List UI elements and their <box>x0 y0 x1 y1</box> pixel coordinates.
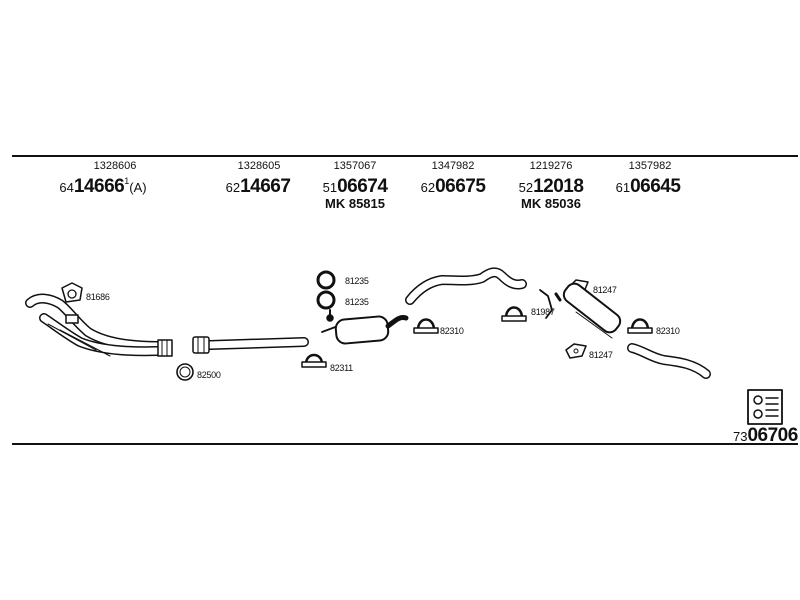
oem-number: 1219276 <box>529 160 573 172</box>
bottom-rule <box>12 443 798 445</box>
part-main: 14667 <box>240 176 291 197</box>
mount-lower[interactable] <box>565 343 587 359</box>
rear-hanger[interactable] <box>539 289 553 319</box>
label-hanger-rear: 81987 <box>531 307 555 317</box>
part-number[interactable]: 6106645 <box>616 177 681 196</box>
clamp-middle[interactable] <box>301 353 327 368</box>
label-ring-mid-1: 81235 <box>345 276 369 286</box>
label-clamp-center: 82310 <box>440 326 464 336</box>
part-number[interactable]: 6206675 <box>421 177 486 196</box>
label-mount-lower: 81247 <box>589 350 613 360</box>
label-gasket-front: 81686 <box>86 292 110 302</box>
part-number[interactable]: 5212018 <box>519 177 584 196</box>
clamp-center[interactable] <box>413 318 439 334</box>
part-main: 12018 <box>533 176 584 197</box>
mk-number: MK 85815 <box>325 196 385 211</box>
seal-ring-2[interactable] <box>316 290 336 310</box>
label-clamp-mid: 82311 <box>330 363 353 373</box>
top-rule <box>12 155 798 157</box>
intermediate-pipe[interactable] <box>192 336 309 354</box>
part-main: 06675 <box>435 176 486 197</box>
ref-prefix: 73 <box>733 429 748 444</box>
front-gasket[interactable] <box>61 282 83 303</box>
front-ring[interactable] <box>176 363 194 381</box>
oem-number: 1347982 <box>431 160 475 172</box>
oem-number: 1357067 <box>333 160 377 172</box>
part-number[interactable]: 6214667 <box>226 177 291 196</box>
center-pipe[interactable] <box>405 267 527 305</box>
kit-box-icon <box>747 389 783 425</box>
label-clamp-rear: 82310 <box>656 326 680 336</box>
part-number[interactable]: 5106674 <box>323 177 388 196</box>
mk-number: MK 85036 <box>521 196 581 211</box>
part-main: 14666 <box>73 176 125 197</box>
label-ring-mid-2: 81235 <box>345 297 369 307</box>
oem-number: 1328605 <box>237 160 281 172</box>
kit-reference-number[interactable]: 7306706 <box>733 426 798 445</box>
tail-pipe[interactable] <box>627 343 711 379</box>
part-suffix: (A) <box>129 180 147 195</box>
part-prefix: 62 <box>225 180 241 195</box>
ref-main: 06706 <box>747 425 798 446</box>
seal-ring-1[interactable] <box>316 270 336 290</box>
part-main: 06645 <box>630 176 681 197</box>
oem-number: 1357982 <box>628 160 672 172</box>
clamp-center-pipe[interactable] <box>501 306 527 322</box>
part-prefix: 61 <box>615 180 631 195</box>
label-ring-front: 82500 <box>197 370 221 380</box>
part-prefix: 51 <box>322 180 338 195</box>
part-prefix: 64 <box>59 180 74 195</box>
front-downpipe[interactable] <box>25 293 173 357</box>
label-mount-upper: 81247 <box>593 285 617 295</box>
part-prefix: 62 <box>420 180 436 195</box>
part-superscript: 1 <box>124 176 130 186</box>
oem-number: 1328606 <box>93 160 137 172</box>
middle-silencer[interactable] <box>321 309 409 345</box>
part-number[interactable]: 64146661(A) <box>59 176 147 197</box>
part-main: 06674 <box>337 176 388 197</box>
clamp-rear[interactable] <box>627 318 653 334</box>
part-prefix: 52 <box>518 180 534 195</box>
rear-silencer[interactable] <box>554 280 623 339</box>
